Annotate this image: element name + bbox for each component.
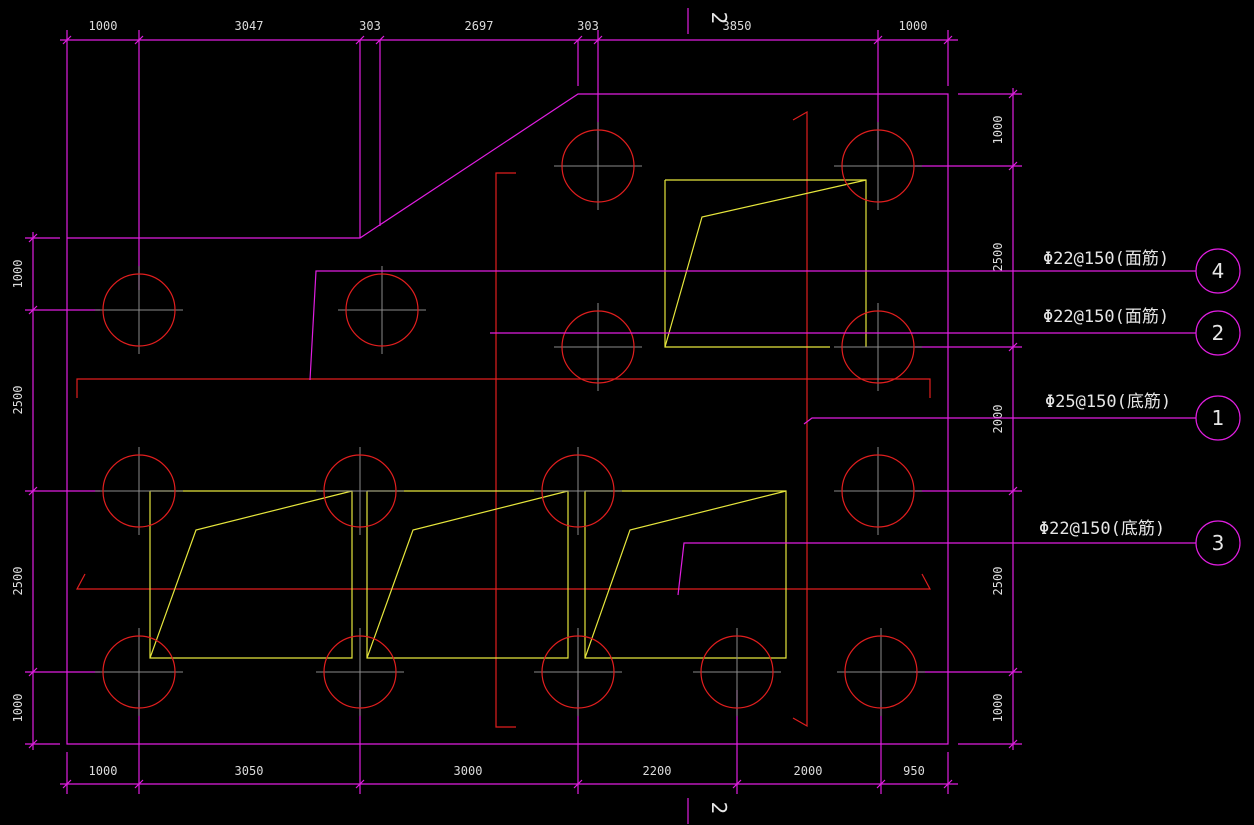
pile bbox=[338, 266, 426, 354]
callout-circle bbox=[1195, 310, 1241, 356]
bottom-dim-text: 2000 bbox=[794, 764, 823, 778]
pile bbox=[837, 628, 925, 716]
bottom-dim-text: 3000 bbox=[454, 764, 483, 778]
callout-number: 2 bbox=[1212, 321, 1225, 345]
section-mark-top: 2 bbox=[687, 8, 731, 34]
pile bbox=[834, 447, 922, 535]
top-dim-text: 303 bbox=[359, 19, 381, 33]
top-dim-text: 3850 bbox=[723, 19, 752, 33]
rebar-spec-text: Φ22@150(面筋) bbox=[1043, 249, 1169, 269]
pile bbox=[316, 447, 404, 535]
pile-circle bbox=[841, 454, 915, 528]
left-dimension-chain: 1000 2500 2500 1000 bbox=[11, 232, 100, 750]
pile bbox=[554, 122, 642, 210]
pile-circle bbox=[323, 454, 397, 528]
pile-circle bbox=[541, 454, 615, 528]
rebar-spec-text: Φ25@150(底筋) bbox=[1045, 392, 1171, 412]
right-dimension-chain: 1000 2500 2000 2500 1000 bbox=[915, 88, 1022, 750]
top-dim-text: 1000 bbox=[899, 19, 928, 33]
svg-text:2: 2 bbox=[707, 802, 731, 815]
pile bbox=[95, 447, 183, 535]
rebar-line-3 bbox=[76, 573, 931, 590]
left-dim-text: 2500 bbox=[11, 567, 25, 596]
rebar-callout-3: Φ22@150(底筋) 3 bbox=[1039, 519, 1241, 566]
pile bbox=[834, 122, 922, 210]
pile-circle bbox=[841, 129, 915, 203]
leader-lines bbox=[309, 270, 1196, 596]
pile-circle bbox=[841, 310, 915, 384]
top-dim-text: 1000 bbox=[89, 19, 118, 33]
top-dim-text: 303 bbox=[577, 19, 599, 33]
top-dim-text: 3047 bbox=[235, 19, 264, 33]
yellow-beam-shape bbox=[149, 490, 787, 659]
pile bbox=[95, 266, 183, 354]
right-dim-text: 1000 bbox=[991, 694, 1005, 723]
pile bbox=[316, 628, 404, 716]
pile-circle bbox=[844, 635, 918, 709]
callout-circle bbox=[1195, 395, 1241, 441]
svg-text:2: 2 bbox=[707, 12, 731, 25]
pile bbox=[834, 303, 922, 391]
rebar-callout-4: Φ22@150(面筋) 4 bbox=[1043, 248, 1241, 294]
pile-circle bbox=[102, 273, 176, 347]
bottom-dim-text: 950 bbox=[903, 764, 925, 778]
bottom-dim-text: 1000 bbox=[89, 764, 118, 778]
pile-circle bbox=[345, 273, 419, 347]
rebar-spec-text: Φ22@150(底筋) bbox=[1039, 519, 1165, 539]
callout-circle bbox=[1195, 520, 1241, 566]
rebar-line-2 bbox=[495, 172, 516, 728]
right-dim-text: 2000 bbox=[991, 405, 1005, 434]
callout-number: 1 bbox=[1212, 406, 1225, 430]
bottom-dim-text: 2200 bbox=[643, 764, 672, 778]
rebar-callout-2: Φ22@150(面筋) 2 bbox=[1043, 307, 1241, 356]
rebar-callout-1: Φ25@150(底筋) 1 bbox=[1045, 392, 1241, 441]
callout-number: 3 bbox=[1212, 531, 1225, 555]
callout-number: 4 bbox=[1212, 259, 1225, 283]
top-dimension-chain: 1000 3047 303 2697 303 3850 1000 bbox=[60, 19, 958, 290]
rebar-spec-text: Φ22@150(面筋) bbox=[1043, 307, 1169, 327]
bottom-dim-text: 3050 bbox=[235, 764, 264, 778]
pile bbox=[693, 628, 781, 716]
section-mark-bottom: 2 bbox=[687, 798, 731, 824]
bottom-dimension-chain: 1000 3050 3000 2200 2000 950 bbox=[60, 690, 958, 794]
right-dim-text: 2500 bbox=[991, 243, 1005, 272]
pile bbox=[554, 303, 642, 391]
pile bbox=[534, 447, 622, 535]
top-dim-text: 2697 bbox=[465, 19, 494, 33]
right-dim-text: 1000 bbox=[991, 116, 1005, 145]
pile bbox=[534, 628, 622, 716]
left-dim-text: 2500 bbox=[11, 386, 25, 415]
pile-circle bbox=[102, 635, 176, 709]
yellow-cap-shape bbox=[664, 179, 867, 348]
left-dim-text: 1000 bbox=[11, 260, 25, 289]
pile-circle bbox=[541, 635, 615, 709]
left-dim-text: 1000 bbox=[11, 694, 25, 723]
rebar-line-4 bbox=[76, 378, 931, 398]
pile-circle bbox=[561, 310, 635, 384]
pile bbox=[95, 628, 183, 716]
pile-group bbox=[95, 122, 925, 716]
pile-circle bbox=[561, 129, 635, 203]
right-dim-text: 2500 bbox=[991, 567, 1005, 596]
pile-circle bbox=[323, 635, 397, 709]
pile-circle bbox=[700, 635, 774, 709]
callout-circle bbox=[1195, 248, 1241, 294]
pile-circle bbox=[102, 454, 176, 528]
rebar-line-1 bbox=[792, 110, 808, 728]
